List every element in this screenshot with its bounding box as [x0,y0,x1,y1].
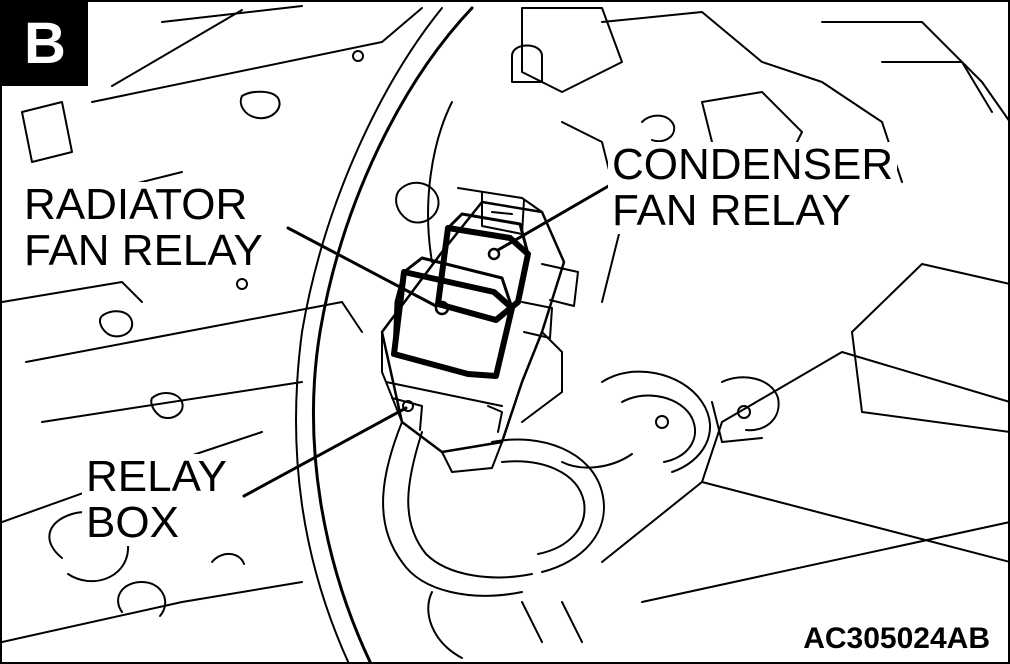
label-radiator-fan-relay: RADIATOR FAN RELAY [20,182,267,274]
label-condenser-fan-relay: CONDENSER FAN RELAY [608,142,898,234]
right-cover [601,263,1008,603]
figure-code: AC305024AB [799,622,994,656]
fender-curve [295,6,474,662]
leader-condenser-fan-relay [496,182,614,252]
condenser-fan-relay [435,212,531,323]
wiring-harness [382,370,780,659]
leader-radiator-fan-relay [286,226,438,308]
radiator-fan-relay [391,256,515,379]
relay-box [380,187,579,473]
leader-relay-box [242,406,408,498]
label-relay-box: RELAY BOX [82,454,232,546]
left-body-panel [2,5,423,643]
figure-badge: B [2,2,88,86]
